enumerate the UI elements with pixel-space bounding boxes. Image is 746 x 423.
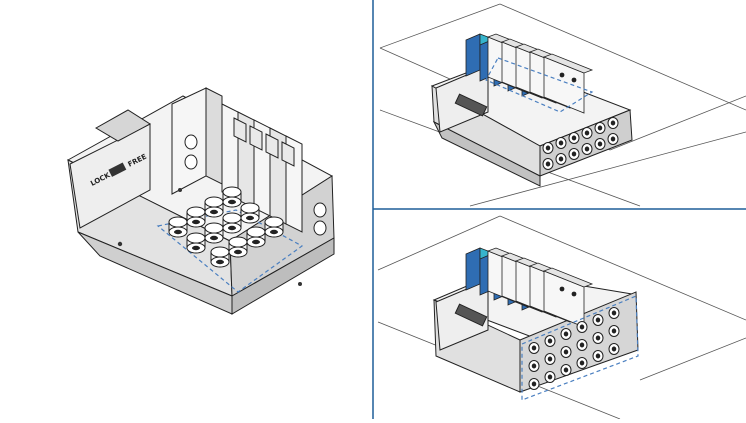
port xyxy=(592,314,604,326)
port xyxy=(560,328,572,340)
port xyxy=(544,371,556,383)
end-plate-ports xyxy=(184,134,327,236)
port xyxy=(528,342,540,354)
port xyxy=(184,134,198,150)
push-in-fitting xyxy=(186,232,206,254)
port xyxy=(313,202,327,218)
push-in-fitting xyxy=(204,196,224,218)
tr-highlight-region xyxy=(485,57,594,113)
tr-sub-d-connector xyxy=(454,93,488,117)
port xyxy=(528,360,540,372)
port xyxy=(607,117,619,129)
port xyxy=(544,353,556,365)
port xyxy=(313,220,327,236)
front-ports xyxy=(542,117,619,170)
port xyxy=(592,332,604,344)
port xyxy=(568,132,580,144)
connector-housing-top xyxy=(94,109,151,142)
push-in-fittings xyxy=(168,186,284,268)
push-in-fitting xyxy=(240,202,260,224)
port xyxy=(542,142,554,154)
port xyxy=(560,346,572,358)
valve-bodies xyxy=(486,247,594,328)
push-in-fitting xyxy=(222,186,242,208)
port xyxy=(608,325,620,337)
tr-base-slab xyxy=(432,120,541,187)
port xyxy=(576,339,588,351)
push-in-fitting xyxy=(264,216,284,238)
port xyxy=(576,357,588,369)
manifold-bottom-slab-right xyxy=(231,237,335,315)
push-in-fitting xyxy=(204,222,224,244)
port xyxy=(576,321,588,333)
bottom-right-view xyxy=(377,215,746,420)
port xyxy=(184,154,198,170)
port xyxy=(544,335,556,347)
port xyxy=(555,153,567,165)
port xyxy=(581,127,593,139)
lock-slider-icon xyxy=(108,162,127,177)
br-highlight-region xyxy=(521,295,639,401)
valve-bodies xyxy=(486,33,594,114)
station-tabs xyxy=(233,117,295,167)
port xyxy=(555,137,567,149)
port xyxy=(560,364,572,376)
port xyxy=(592,350,604,362)
port xyxy=(607,133,619,145)
port xyxy=(594,122,606,134)
push-in-fitting xyxy=(246,226,266,248)
port xyxy=(568,148,580,160)
floor-grid xyxy=(377,215,746,420)
push-in-fitting xyxy=(186,206,206,228)
screws xyxy=(117,188,302,286)
br-sub-d-connector xyxy=(454,303,488,327)
highlight-region xyxy=(156,209,304,293)
valve-station xyxy=(205,87,223,185)
port xyxy=(542,158,554,170)
port xyxy=(528,378,540,390)
top-right-view xyxy=(379,3,746,207)
valve-body xyxy=(542,53,594,114)
large-manifold-view: LOCK FREE xyxy=(66,87,335,315)
port xyxy=(581,143,593,155)
push-in-fitting xyxy=(210,246,230,268)
valve-body xyxy=(542,267,594,328)
push-in-fitting xyxy=(222,212,242,234)
port xyxy=(594,138,606,150)
port xyxy=(608,307,620,319)
push-in-fitting xyxy=(168,216,188,238)
push-in-fitting xyxy=(228,236,248,258)
port xyxy=(608,343,620,355)
side-ports xyxy=(528,307,620,390)
